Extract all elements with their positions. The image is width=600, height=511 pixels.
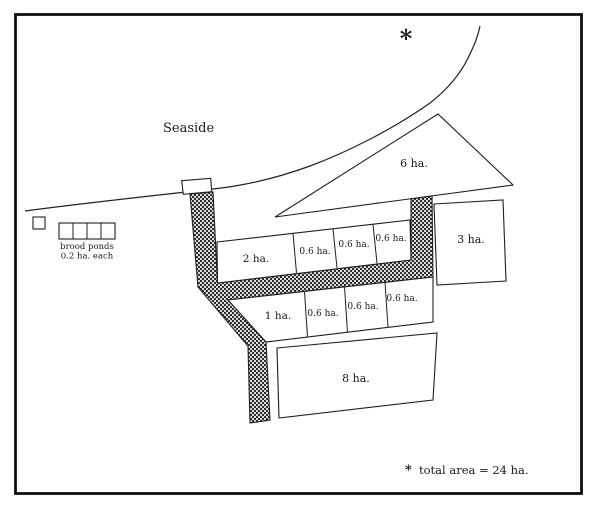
- pond-row1: [216, 219, 412, 284]
- pond-6ha-triangle: [274, 113, 515, 218]
- total-area-note: * total area = 24 ha.: [405, 459, 529, 478]
- brood-ponds-label-line2: 0.2 ha. each: [61, 252, 114, 262]
- pond-label-1ha: 1 ha.: [265, 310, 291, 322]
- footnote-text: total area = 24 ha.: [419, 463, 529, 477]
- shore-gate: [181, 177, 213, 195]
- pond-label-0-6ha: 0.6 ha.: [338, 240, 369, 250]
- site-marker-asterisk: *: [400, 24, 413, 53]
- pond-label-0-6ha: 0.6 ha.: [347, 302, 378, 312]
- footnote-asterisk: *: [405, 463, 412, 478]
- brood-ponds-label-line1: brood ponds: [60, 242, 114, 252]
- pond-8ha: [276, 332, 438, 419]
- pond-divider: [372, 224, 378, 264]
- seaside-label: Seaside: [163, 121, 215, 136]
- pond-label-8ha: 8 ha.: [342, 372, 370, 385]
- coastline-path: [24, 25, 481, 212]
- pond-label-0-6ha: 0.6 ha.: [299, 247, 330, 257]
- pond-label-2ha: 2 ha.: [243, 253, 269, 265]
- pond-label-0-6ha: 0.6 ha.: [307, 309, 338, 319]
- pond-divider: [344, 286, 348, 333]
- pond-row2: [226, 276, 434, 343]
- pond-divider: [304, 291, 308, 338]
- pond-divider: [332, 228, 338, 268]
- pond-divider: [384, 282, 389, 328]
- pond-label-3ha: 3 ha.: [457, 233, 485, 246]
- pond-label-0-6ha: 0.6 ha.: [375, 234, 406, 244]
- small-pond-square: [32, 216, 46, 230]
- pond-label-6ha: 6 ha.: [400, 157, 428, 170]
- figure-border: [14, 13, 583, 495]
- pond-3ha: [433, 199, 507, 286]
- pond-divider: [292, 233, 297, 273]
- pond-label-0-6ha: 0.6 ha.: [386, 294, 417, 304]
